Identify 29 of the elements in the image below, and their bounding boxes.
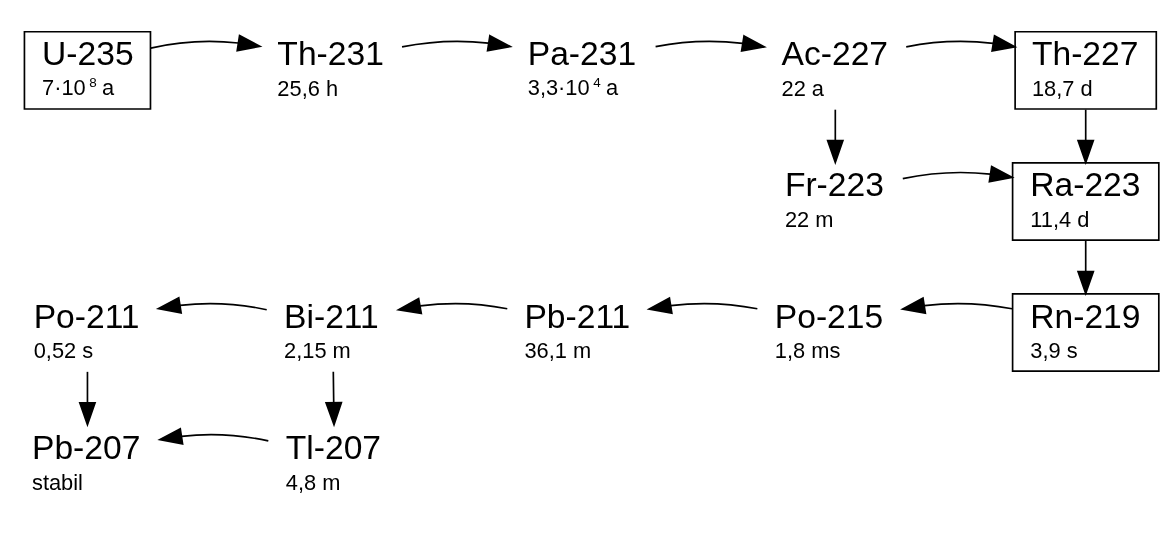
node-text: Pb-207 stabil	[32, 428, 141, 495]
arrow	[324, 370, 343, 427]
node-text: Pa-231 3,3·10$^{4}$ a	[527, 34, 637, 100]
arrow	[395, 296, 509, 315]
node-box: Th-227 18,7 d	[1014, 30, 1158, 110]
node-text: Fr-223 22 m	[784, 165, 884, 232]
node-text: Tl-207 4,8 m	[285, 428, 382, 495]
arrow	[78, 370, 97, 427]
arrow	[1076, 108, 1095, 165]
arrow	[900, 296, 1013, 314]
node-box: Ra-223 11,4 d	[1011, 161, 1160, 241]
node-text: Bi-211 2,15 m	[284, 297, 379, 363]
arrow	[905, 34, 1018, 52]
arrow	[149, 33, 263, 52]
node-box: U-235 7·10$^{8}$ a	[23, 30, 152, 110]
arrow	[646, 296, 759, 314]
node-text: Po-211 0,52 s	[33, 297, 140, 363]
arrow	[654, 34, 767, 52]
arrow	[155, 295, 268, 314]
arrow	[157, 426, 270, 445]
node-text: Pb-211 36,1 m	[524, 297, 631, 363]
arrow	[901, 164, 1015, 183]
node-text: Ac-227 22 a	[781, 34, 889, 101]
node-text: Po-215 1,8 ms	[774, 297, 884, 363]
arrow	[826, 108, 845, 165]
node-text: Th-231 25,6 h	[277, 34, 384, 101]
arrow	[1076, 239, 1095, 296]
node-box: Rn-219 3,9 s	[1011, 292, 1160, 372]
arrow	[401, 33, 513, 52]
